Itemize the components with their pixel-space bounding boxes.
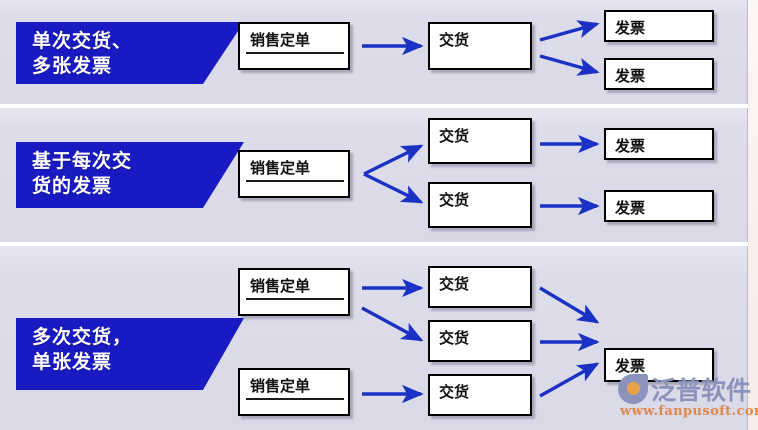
node-delivery[interactable]: 交货 [428, 118, 532, 164]
node-invoice[interactable]: 发票 [604, 10, 714, 42]
node-sales-order[interactable]: 销售定单 [238, 368, 350, 416]
node-invoice[interactable]: 发票 [604, 58, 714, 90]
node-label: 发票 [615, 199, 646, 217]
node-delivery[interactable]: 交货 [428, 374, 532, 416]
node-invoice[interactable]: 发票 [604, 190, 714, 222]
banner-line: 单张发票 [32, 351, 113, 374]
section-banner-2: 基于每次交 货的发票 [16, 142, 244, 208]
node-label: 交货 [439, 31, 470, 49]
watermark-url: www.fanpusoft.com [620, 404, 758, 419]
node-delivery[interactable]: 交货 [428, 320, 532, 362]
node-invoice[interactable]: 发票 [604, 348, 714, 382]
section-divider-2 [0, 242, 748, 246]
node-label: 发票 [615, 19, 646, 37]
node-sales-order[interactable]: 销售定单 [238, 150, 350, 198]
node-label: 销售定单 [246, 29, 345, 54]
banner-line: 多张发票 [32, 55, 113, 78]
node-invoice[interactable]: 发票 [604, 128, 714, 160]
banner-line: 货的发票 [32, 175, 113, 198]
right-margin-strip [748, 0, 758, 430]
node-label: 销售定单 [246, 275, 345, 300]
node-sales-order[interactable]: 销售定单 [238, 22, 350, 70]
node-delivery[interactable]: 交货 [428, 22, 532, 70]
node-label: 销售定单 [246, 157, 345, 182]
node-label: 交货 [439, 191, 470, 209]
node-label: 销售定单 [246, 375, 345, 400]
section-banner-1: 单次交货、 多张发票 [16, 22, 244, 84]
section-divider-1 [0, 104, 748, 108]
banner-line: 单次交货、 [32, 30, 133, 52]
watermark-name: 泛普软件 [651, 376, 752, 405]
watermark: 泛普软件 www.fanpusoft.com [618, 372, 758, 426]
node-sales-order[interactable]: 销售定单 [238, 268, 350, 316]
node-label: 交货 [439, 127, 470, 145]
node-label: 发票 [615, 137, 646, 155]
node-label: 交货 [439, 329, 470, 347]
watermark-brand-row: 泛普软件 [618, 372, 756, 406]
node-delivery[interactable]: 交货 [428, 182, 532, 228]
banner-line: 基于每次交 [32, 150, 133, 172]
node-label: 交货 [439, 383, 470, 401]
node-delivery[interactable]: 交货 [428, 266, 532, 308]
banner-line: 多次交货， [32, 326, 133, 348]
node-label: 交货 [439, 275, 470, 293]
fanpu-logo-icon [618, 374, 648, 404]
node-label: 发票 [615, 357, 646, 375]
node-label: 发票 [615, 67, 646, 85]
section-banner-3: 多次交货， 单张发票 [16, 318, 244, 390]
